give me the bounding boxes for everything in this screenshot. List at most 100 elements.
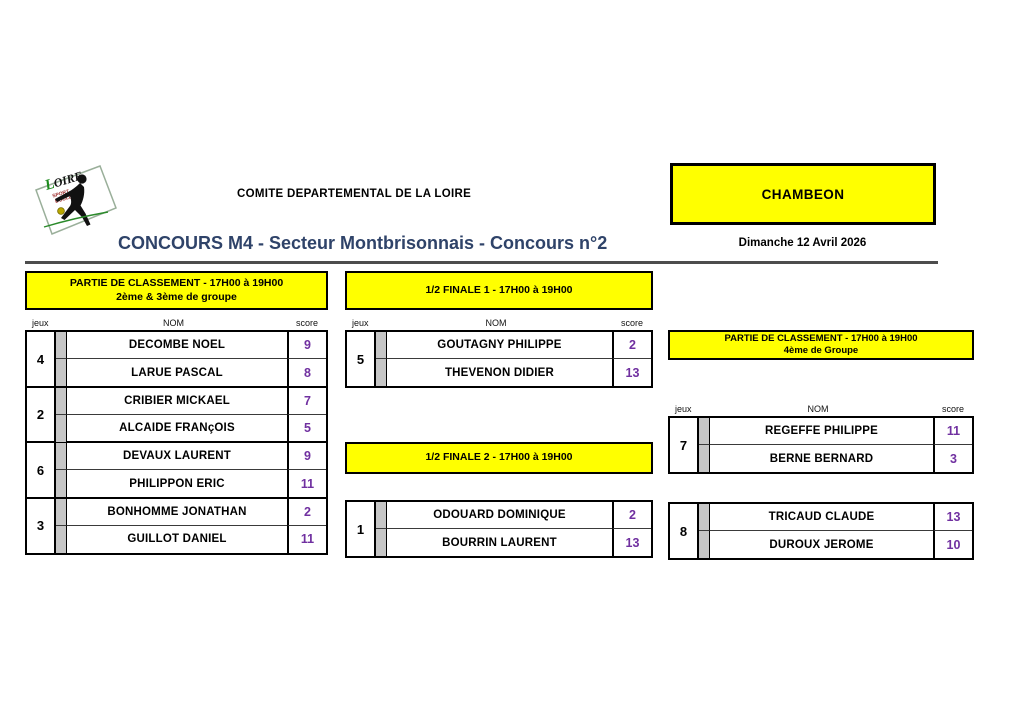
banner-line: 2ème & 3ème de groupe bbox=[116, 290, 237, 303]
player-score: 9 bbox=[287, 443, 326, 470]
game-number: 7 bbox=[670, 418, 699, 472]
player-name: DECOMBE NOEL bbox=[67, 332, 287, 359]
jeux-header: jeux bbox=[675, 404, 692, 414]
venue-label: CHAMBEON bbox=[761, 186, 845, 202]
marker-strip bbox=[56, 387, 67, 415]
marker-strip bbox=[56, 498, 67, 526]
player-name: GOUTAGNY PHILIPPE bbox=[387, 332, 612, 359]
player-name: DUROUX JEROME bbox=[769, 538, 874, 551]
committee-heading: COMITE DEPARTEMENTAL DE LA LOIRE bbox=[237, 188, 472, 200]
column-headers: jeux NOM score bbox=[668, 396, 974, 416]
venue-box: CHAMBEON bbox=[670, 163, 936, 225]
svg-text:SPORT: SPORT bbox=[52, 189, 70, 200]
player-name: PHILIPPON ERIC bbox=[129, 477, 225, 490]
page-title: CONCOURS M4 - Secteur Montbrisonnais - C… bbox=[118, 233, 608, 253]
player-score: 13 bbox=[612, 529, 651, 556]
jeux-header: jeux bbox=[352, 318, 369, 328]
marker-strip bbox=[56, 443, 67, 470]
semifinal-2-banner: 1/2 FINALE 2 - 17H00 à 19H00 bbox=[345, 442, 653, 474]
nom-header: NOM bbox=[163, 318, 184, 328]
player-score: 13 bbox=[933, 504, 972, 531]
player-score: 11 bbox=[287, 470, 326, 497]
match-row: 5 GOUTAGNY PHILIPPE 2 THEVENON DIDIER 13 bbox=[345, 330, 653, 388]
marker-strip bbox=[56, 525, 67, 553]
match-row: 6 DEVAUX LAURENT 9 PHILIPPON ERIC 11 bbox=[25, 441, 328, 499]
jeux-header: jeux bbox=[32, 318, 49, 328]
player-score: 2 bbox=[612, 502, 651, 529]
banner-line: 1/2 FINALE 1 - 17H00 à 19H00 bbox=[425, 283, 573, 296]
banner-line: PARTIE DE CLASSEMENT - 17H00 à 19H00 bbox=[724, 332, 918, 344]
player-name: ALCAIDE FRANçOIS bbox=[119, 422, 235, 434]
game-number: 5 bbox=[347, 332, 376, 386]
player-score: 2 bbox=[612, 332, 651, 359]
classement-2-3-banner: PARTIE DE CLASSEMENT - 17H00 à 19H00 2èm… bbox=[25, 271, 328, 310]
banner-line: 4ème de Groupe bbox=[783, 345, 859, 356]
svg-text:L: L bbox=[42, 176, 56, 194]
score-header: score bbox=[941, 404, 964, 414]
marker-strip bbox=[699, 531, 710, 558]
player-score: 2 bbox=[287, 498, 326, 526]
boule-ball bbox=[57, 207, 65, 215]
column-headers: jeux NOM score bbox=[25, 310, 328, 330]
player-score: 11 bbox=[933, 418, 972, 445]
player-name: GUILLOT DANIEL bbox=[127, 533, 227, 545]
column-headers: jeux NOM score bbox=[345, 310, 653, 330]
game-number: 6 bbox=[27, 443, 56, 497]
player-score: 9 bbox=[287, 332, 326, 359]
marker-strip bbox=[699, 418, 710, 445]
marker-strip bbox=[376, 332, 387, 359]
banner-line: PARTIE DE CLASSEMENT - 17H00 à 19H00 bbox=[69, 276, 284, 289]
game-number: 1 bbox=[347, 502, 376, 556]
score-header: score bbox=[620, 318, 643, 328]
horizontal-rule bbox=[25, 261, 938, 264]
marker-strip bbox=[376, 529, 387, 556]
player-name: TRICAUD CLAUDE bbox=[710, 504, 933, 531]
match-row: 3 BONHOMME JONATHAN 2 GUILLOT DANIEL 11 bbox=[25, 496, 328, 555]
marker-strip bbox=[699, 504, 710, 531]
marker-strip bbox=[56, 414, 67, 442]
marker-strip bbox=[376, 359, 387, 386]
match-row: 2 CRIBIER MICKAEL 7 ALCAIDE FRANçOIS 5 bbox=[25, 385, 328, 444]
player-score: 5 bbox=[287, 414, 326, 442]
classement-4-banner: PARTIE DE CLASSEMENT - 17H00 à 19H00 4èm… bbox=[668, 330, 974, 360]
nom-header: NOM bbox=[485, 318, 507, 328]
player-name: BONHOMME JONATHAN bbox=[67, 499, 287, 526]
player-name: THEVENON DIDIER bbox=[444, 366, 555, 379]
marker-strip bbox=[699, 445, 710, 472]
player-name: ODOUARD DOMINIQUE bbox=[387, 502, 612, 529]
classement-2-3-section: PARTIE DE CLASSEMENT - 17H00 à 19H00 2èm… bbox=[25, 271, 328, 555]
marker-strip bbox=[56, 332, 67, 359]
game-number: 8 bbox=[670, 504, 699, 558]
player-name: LARUE PASCAL bbox=[131, 366, 223, 379]
game-number: 3 bbox=[27, 498, 56, 553]
player-name: BOURRIN LAURENT bbox=[442, 536, 557, 549]
marker-strip bbox=[376, 502, 387, 529]
semifinal-1-banner: 1/2 FINALE 1 - 17H00 à 19H00 bbox=[345, 271, 653, 310]
player-score: 7 bbox=[287, 387, 326, 415]
score-header: score bbox=[295, 318, 318, 328]
event-date: Dimanche 12 Avril 2026 bbox=[738, 237, 867, 249]
game-number: 2 bbox=[27, 387, 56, 442]
player-name: REGEFFE PHILIPPE bbox=[710, 418, 933, 445]
player-name: CRIBIER MICKAEL bbox=[67, 388, 287, 415]
match-row: 1 ODOUARD DOMINIQUE 2 BOURRIN LAURENT 13 bbox=[345, 500, 653, 558]
marker-strip bbox=[56, 470, 67, 497]
player-name: BERNE BERNARD bbox=[769, 452, 874, 465]
player-score: 10 bbox=[933, 531, 972, 558]
player-name: DEVAUX LAURENT bbox=[67, 443, 287, 470]
bowler-silhouette bbox=[55, 174, 91, 226]
classement-4-section: PARTIE DE CLASSEMENT - 17H00 à 19H00 4èm… bbox=[668, 330, 974, 560]
player-score: 11 bbox=[287, 525, 326, 553]
player-score: 3 bbox=[933, 445, 972, 472]
loire-sport-boules-logo: L OIRE SPORT BOULES bbox=[35, 165, 117, 235]
logo-underline bbox=[43, 211, 109, 228]
player-score: 8 bbox=[287, 359, 326, 386]
player-score: 13 bbox=[612, 359, 651, 386]
semifinals-section: 1/2 FINALE 1 - 17H00 à 19H00 jeux NOM sc… bbox=[345, 271, 653, 558]
marker-strip bbox=[56, 359, 67, 386]
game-number: 4 bbox=[27, 332, 56, 386]
match-row: 8 TRICAUD CLAUDE 13 DUROUX JEROME 10 bbox=[668, 502, 974, 560]
match-row: 4 DECOMBE NOEL 9 LARUE PASCAL 8 bbox=[25, 330, 328, 388]
banner-line: 1/2 FINALE 2 - 17H00 à 19H00 bbox=[425, 451, 573, 464]
